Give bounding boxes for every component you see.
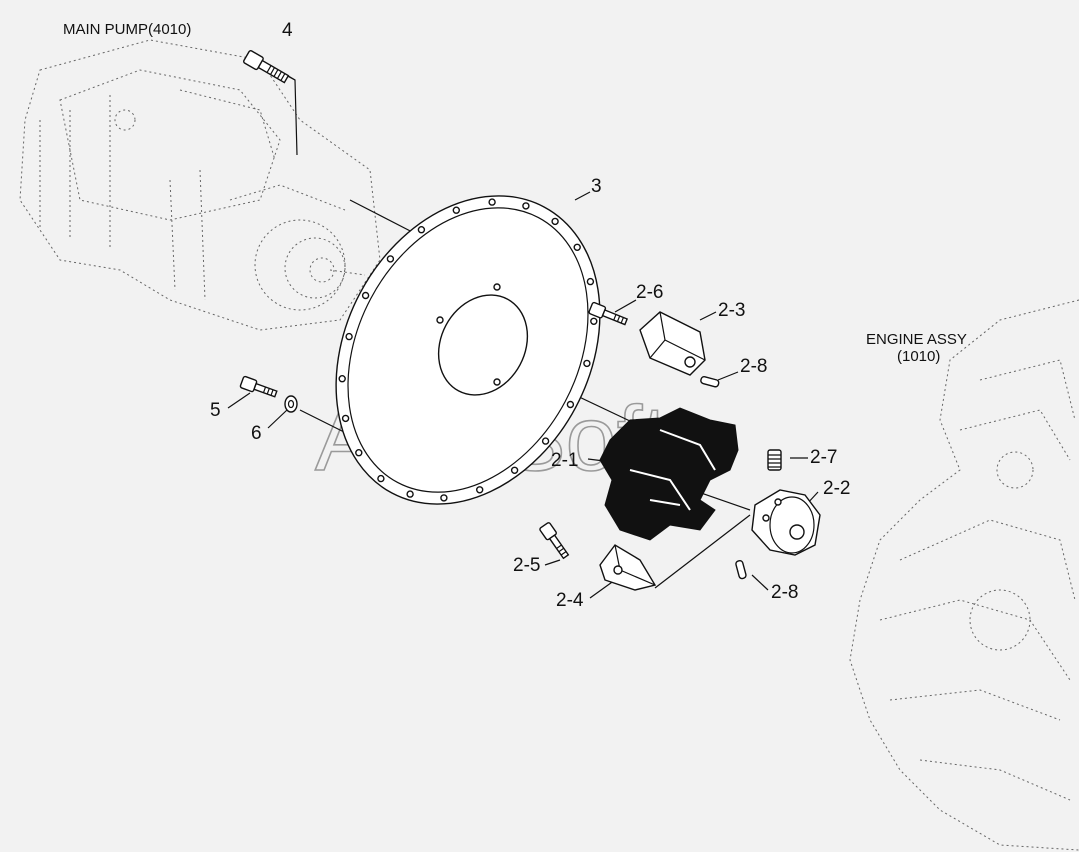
label-part-4: 4 [282, 20, 293, 41]
plate-bolt-hole [386, 255, 395, 263]
plate-bolt-hole [440, 494, 448, 502]
engine-assy-title: ENGINE ASSY [866, 331, 967, 348]
main-pump-title: MAIN PUMP(4010) [63, 21, 191, 38]
plate-bolt-hole [452, 206, 460, 214]
plate-bolt-hole [551, 217, 559, 226]
engine-assy-number: (1010) [897, 348, 940, 365]
label-part-2-6: 2-6 [636, 282, 663, 303]
plate-bolt-hole [338, 375, 346, 383]
label-part-3: 3 [591, 176, 602, 197]
coupling-element-part-2-1 [599, 407, 739, 541]
label-part-2-3: 2-3 [718, 300, 745, 321]
plate-bolt-hole [573, 243, 581, 252]
plate-bolt-hole [488, 198, 496, 206]
block-part-2-3 [639, 311, 706, 376]
bolt-part-2-6 [588, 301, 629, 326]
plate-bolt-hole [355, 449, 363, 457]
wedge-part-2-4 [599, 544, 657, 591]
plate-bolt-hole [590, 317, 598, 325]
plate-bolt-hole [377, 474, 385, 483]
hub-part-2-2 [751, 489, 821, 556]
set-screw-part-2-7 [767, 449, 782, 471]
plate-bolt-hole [586, 277, 595, 286]
pin-part-2-8-top [700, 375, 720, 388]
plate-bolt-hole [510, 466, 519, 474]
plate-bolt-hole [361, 291, 370, 300]
plate-bolt-hole [566, 400, 575, 409]
main-pump-outline [19, 39, 381, 331]
plate-bolt-hole [583, 359, 591, 368]
bolt-part-5 [239, 375, 278, 398]
label-part-2-5: 2-5 [513, 555, 540, 576]
label-part-2-1: 2-1 [551, 450, 578, 471]
label-part-2-7: 2-7 [810, 447, 837, 468]
pin-part-2-8-bottom [735, 559, 747, 580]
label-part-2-8-top: 2-8 [740, 356, 767, 377]
label-part-2-4: 2-4 [556, 590, 584, 611]
plate-bolt-hole [417, 225, 426, 234]
plate-bolt-hole [345, 332, 353, 341]
plate-bolt-hole [406, 490, 414, 498]
label-part-2-2: 2-2 [823, 478, 850, 499]
label-part-2-8-bottom: 2-8 [771, 582, 798, 603]
bolt-part-2-5 [539, 522, 570, 560]
flywheel-plate-part-3 [335, 195, 601, 505]
washer-part-6 [284, 395, 298, 413]
plate-bolt-hole [341, 414, 350, 423]
plate-bolt-hole [541, 437, 550, 445]
label-part-6: 6 [251, 423, 262, 444]
label-part-5: 5 [210, 400, 221, 421]
plate-bolt-holes [338, 198, 598, 502]
bolt-part-4 [243, 50, 290, 84]
plate-bolt-hole [522, 202, 530, 210]
engine-assembly-outline [849, 299, 1079, 851]
plate-bolt-hole [476, 486, 484, 494]
